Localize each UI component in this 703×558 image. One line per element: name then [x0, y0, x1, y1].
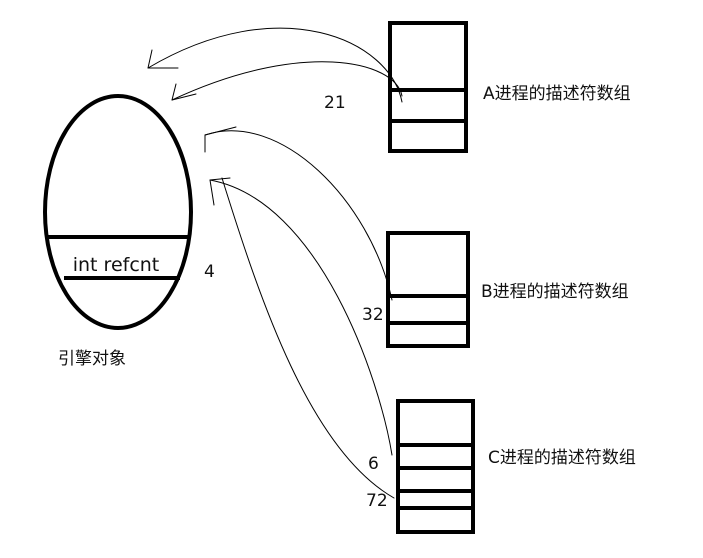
engine-object-caption: 引擎对象 [58, 349, 126, 369]
process-c-caption: C进程的描述符数组 [488, 448, 636, 468]
refcount-value: 4 [204, 262, 215, 282]
engine-object: int refcnt [43, 94, 193, 330]
arrow-b-32 [204, 126, 393, 301]
arrow-a-to-engine [171, 61, 403, 101]
process-b-fd-label: 32 [362, 305, 384, 325]
engine-object-ellipse [43, 94, 193, 330]
process-c-descriptor-table [396, 399, 475, 534]
process-a-caption: A进程的描述符数组 [483, 84, 631, 104]
refcnt-field-label: int refcnt [73, 254, 160, 276]
process-c-fd-label-2: 72 [366, 491, 388, 511]
arrow-a-21 [147, 27, 403, 103]
process-b-caption: B进程的描述符数组 [481, 282, 629, 302]
process-a-descriptor-table [388, 21, 468, 153]
arrow-c-72 [221, 177, 395, 499]
process-c-fd-label-1: 6 [368, 454, 379, 474]
arrow-c-6 [209, 177, 393, 456]
process-b-descriptor-table [386, 231, 470, 348]
process-a-fd-label: 21 [324, 93, 346, 113]
